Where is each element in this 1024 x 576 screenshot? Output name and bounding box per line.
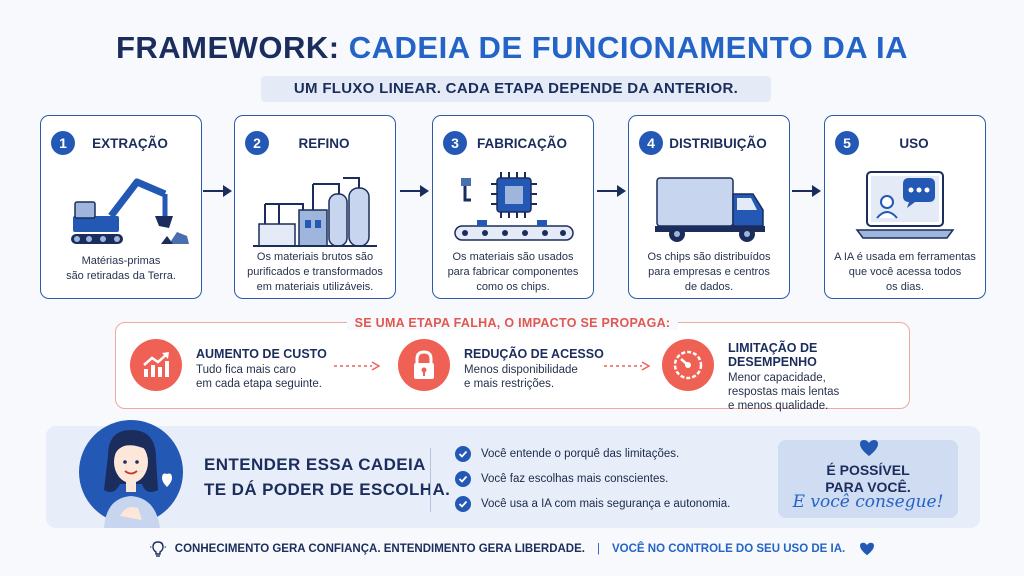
flow-arrow-icon: [400, 185, 429, 197]
impact-desc-line: Menor capacidade,: [728, 372, 826, 384]
step-number: 3: [443, 131, 467, 155]
laptop-chat-icon: [855, 171, 955, 239]
impact-item-custo: AUMENTO DE CUSTO Tudo fica mais caro em …: [130, 339, 327, 391]
impact-panel: SE UMA ETAPA FALHA, O IMPACTO SE PROPAGA…: [115, 316, 910, 412]
step-name: REFINO: [298, 135, 350, 151]
step-desc-line: A IA é usada em ferramentas: [834, 251, 976, 263]
empowerment-message: ENTENDER ESSA CADEIA TE DÁ PODER DE ESCO…: [204, 452, 450, 502]
step-card-fabricacao: 3 FABRICAÇÃO Os materiais são usados par…: [432, 115, 594, 299]
avatar: [76, 416, 186, 528]
checklist-item: Você usa a IA com mais segurança e auton…: [455, 491, 730, 516]
step-card-refino: 2 REFINO Os materiais brutos são purific…: [234, 115, 396, 299]
footer-text-2: VOCÊ NO CONTROLE DO SEU USO DE IA.: [611, 543, 846, 555]
message-line: ENTENDER ESSA CADEIA: [204, 455, 426, 474]
step-desc-line: são retiradas da Terra.: [66, 270, 176, 282]
benefit-checklist: Você entende o porquê das limitações. Vo…: [455, 441, 730, 516]
impact-desc-line: em cada etapa seguinte.: [196, 378, 322, 390]
step-desc-line: Os chips são distribuídos: [647, 251, 771, 263]
chip-factory-icon: [454, 172, 574, 241]
step-name: FABRICAÇÃO: [477, 135, 567, 151]
encouragement-badge: É POSSÍVEL PARA VOCÊ. E você consegue!: [778, 440, 958, 518]
page-title: FRAMEWORK: CADEIA DE FUNCIONAMENTO DA IA: [0, 30, 1024, 66]
flow-arrow-icon: [203, 185, 232, 197]
title-part2: CADEIA DE FUNCIONAMENTO DA IA: [348, 30, 909, 65]
step-desc-line: que você acessa todos: [848, 266, 962, 278]
step-desc-line: purificados e transformados: [247, 266, 383, 278]
step-desc-line: para empresas e centros: [648, 266, 770, 278]
impact-item-desempenho: LIMITAÇÃO DE DESEMPENHO Menor capacidade…: [662, 335, 909, 413]
step-number: 5: [835, 131, 859, 155]
impact-item-acesso: REDUÇÃO DE ACESSO Menos disponibilidade …: [398, 339, 604, 391]
step-number: 1: [51, 131, 75, 155]
step-card-distribuicao: 4 DISTRIBUIÇÃO Os chips são distribuídos…: [628, 115, 790, 299]
impact-desc-line: respostas mais lentas: [728, 386, 840, 398]
step-desc-line: os dias.: [886, 281, 924, 293]
refinery-icon: [253, 177, 377, 247]
footer-separator: |: [596, 543, 600, 555]
step-desc-line: como os chips.: [476, 281, 550, 293]
check-icon: [455, 495, 471, 512]
check-icon: [455, 445, 471, 462]
title-part1: FRAMEWORK:: [115, 30, 340, 65]
checklist-text: Você usa a IA com mais segurança e auton…: [481, 497, 731, 510]
step-name: DISTRIBUIÇÃO: [669, 135, 767, 151]
badge-line: É POSSÍVEL: [826, 462, 910, 478]
impact-desc-line: Menos disponibilidade: [464, 364, 578, 376]
step-desc-line: Matérias-primas: [81, 255, 161, 267]
step-desc-line: em materiais utilizáveis.: [256, 281, 374, 293]
step-card-uso: 5 USO A IA é usada em ferramentas que vo…: [824, 115, 986, 299]
heart-icon: [860, 542, 875, 556]
excavator-icon: [71, 178, 189, 244]
flow-arrow-icon: [792, 185, 821, 197]
checklist-item: Você faz escolhas mais conscientes.: [455, 466, 730, 491]
checklist-text: Você entende o porquê das limitações.: [481, 447, 680, 460]
badge-line: PARA VOCÊ.: [825, 479, 911, 495]
lightbulb-icon: [149, 541, 166, 557]
dashed-arrow-icon: [604, 361, 650, 371]
heart-icon: [860, 440, 878, 456]
step-name: EXTRAÇÃO: [92, 135, 168, 151]
impact-title: AUMENTO DE CUSTO: [196, 347, 327, 361]
impact-title: LIMITAÇÃO DE DESEMPENHO: [728, 341, 818, 369]
page-subtitle: UM FLUXO LINEAR. CADA ETAPA DEPENDE DA A…: [261, 76, 771, 102]
truck-icon: [655, 177, 765, 242]
badge-script: E você consegue!: [792, 492, 944, 512]
check-icon: [455, 470, 471, 487]
step-number: 4: [639, 131, 663, 155]
dashed-arrow-icon: [334, 361, 380, 371]
step-number: 2: [245, 131, 269, 155]
step-desc-line: Os materiais brutos são: [256, 251, 374, 263]
lock-icon: [398, 339, 450, 391]
gauge-icon: [662, 339, 714, 391]
checklist-item: Você entende o porquê das limitações.: [455, 441, 730, 466]
message-line: TE DÁ PODER DE ESCOLHA.: [204, 480, 451, 499]
chart-up-icon: [130, 339, 182, 391]
impact-title: REDUÇÃO DE ACESSO: [464, 347, 604, 361]
step-desc-line: de dados.: [684, 281, 734, 293]
impact-desc-line: Tudo fica mais caro: [196, 364, 296, 376]
impact-desc-line: e menos qualidade.: [728, 400, 829, 412]
impact-label: SE UMA ETAPA FALHA, O IMPACTO SE PROPAGA…: [346, 316, 679, 330]
footer: CONHECIMENTO GERA CONFIANÇA. ENTENDIMENT…: [0, 539, 1024, 559]
divider: [430, 448, 431, 512]
step-card-extracao: 1 EXTRAÇÃO Matérias-primas são retiradas…: [40, 115, 202, 299]
step-desc-line: para fabricar componentes: [447, 266, 579, 278]
step-name: USO: [899, 135, 929, 151]
step-desc-line: Os materiais são usados: [452, 251, 574, 263]
footer-text-1: CONHECIMENTO GERA CONFIANÇA. ENTENDIMENT…: [174, 543, 585, 555]
woman-illustration-icon: [79, 420, 183, 528]
checklist-text: Você faz escolhas mais conscientes.: [481, 472, 669, 485]
impact-desc-line: e mais restrições.: [464, 378, 555, 390]
flow-arrow-icon: [597, 185, 626, 197]
